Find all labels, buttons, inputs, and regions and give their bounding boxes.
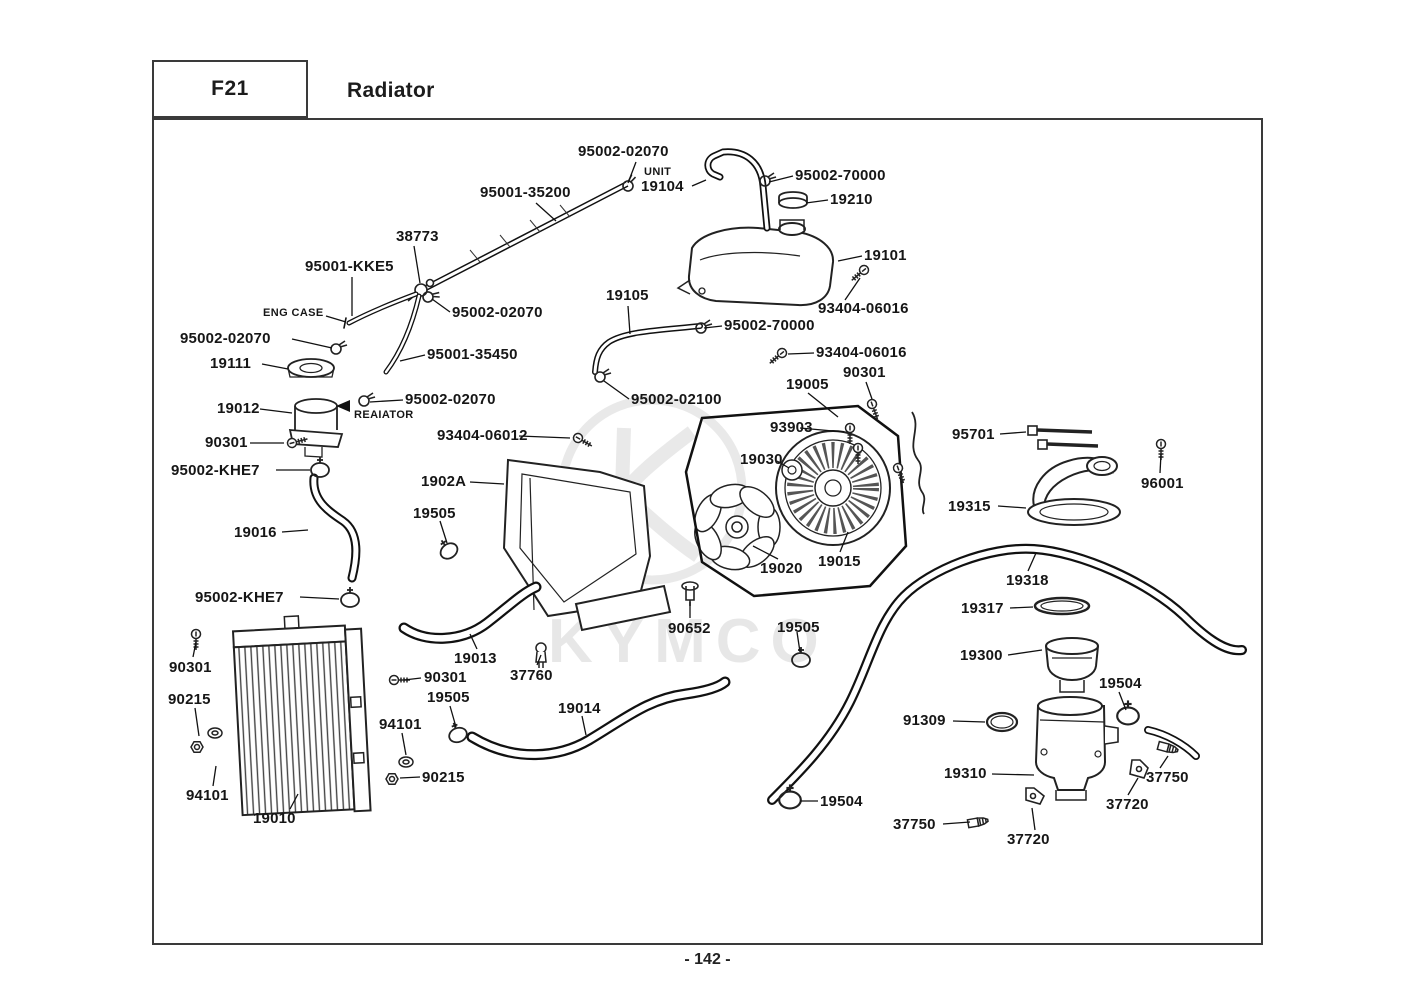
fan-assembly-frame	[684, 404, 908, 598]
oring-91309-illustration	[985, 711, 1019, 733]
siphon-tube-illustration	[418, 181, 629, 294]
seal-strip	[911, 411, 926, 515]
hose-35450-illustration	[383, 293, 422, 375]
radiator-cap-illustration	[287, 358, 335, 378]
water-outlet-illustration	[1027, 456, 1121, 526]
filler-neck-illustration	[288, 398, 344, 458]
leader-lines	[192, 161, 1169, 831]
section-code: F21	[211, 77, 249, 100]
oring-19317-illustration	[1033, 596, 1091, 616]
hose-19014-illustration	[466, 676, 731, 761]
thermostat-illustration	[1045, 637, 1099, 693]
hose-19105-illustration	[592, 323, 703, 375]
hose-short-illustration	[1144, 726, 1200, 760]
hose-19016-illustration	[309, 473, 361, 583]
eng-case-hose-illustration	[343, 291, 419, 329]
thermostat-housing-illustration	[1034, 696, 1119, 801]
fan-shroud-illustration	[502, 458, 672, 632]
overflow-hose-illustration	[704, 148, 771, 232]
temp-sensor-illustration	[535, 642, 547, 668]
tank-cap-illustration	[778, 191, 808, 209]
hose-19318-illustration	[767, 543, 1247, 805]
reserve-tank-illustration	[676, 219, 835, 307]
radiator-illustration	[231, 615, 372, 817]
hose-19013-illustration	[398, 581, 542, 644]
bracket-illustration-2	[1129, 759, 1149, 779]
page-title: Radiator	[347, 79, 435, 102]
page-number: - 142 -	[684, 951, 731, 968]
fan-motor-illustration	[775, 430, 891, 546]
section-code-box: F21	[152, 60, 308, 118]
outlet-bolts-illustration	[1027, 425, 1099, 450]
bracket-illustration-1	[1025, 787, 1046, 805]
pointer-arrow	[336, 400, 350, 412]
cooling-fan-illustration	[694, 483, 781, 571]
